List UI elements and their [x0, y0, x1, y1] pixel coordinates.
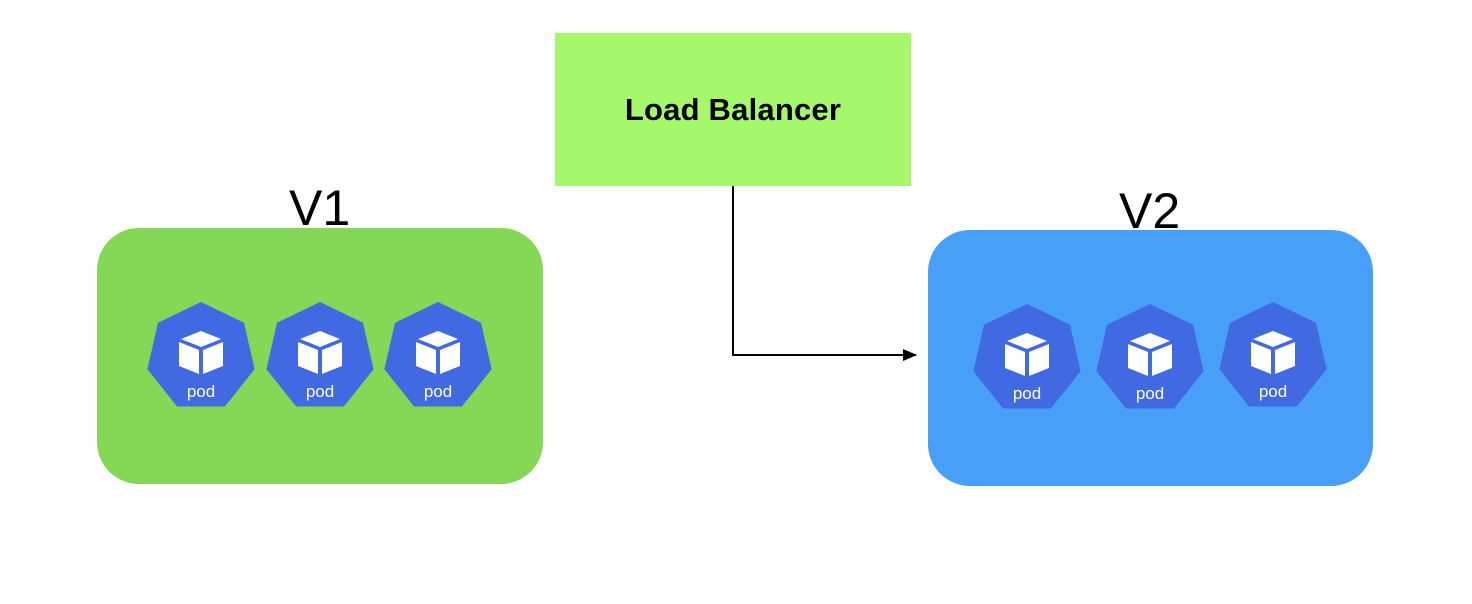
pod-icon: pod [266, 301, 374, 409]
pod-heptagon [973, 304, 1081, 409]
load-balancer-box: Load Balancer [555, 33, 911, 186]
pod-icon: pod [147, 301, 255, 409]
load-balancer-label: Load Balancer [624, 91, 842, 127]
pod-heptagon [1219, 302, 1327, 407]
v2-label: V2 [1119, 183, 1181, 239]
cube-icon [1005, 333, 1049, 376]
pod-label: pod [305, 382, 335, 401]
pod-label: pod [423, 382, 453, 401]
pod-icon: pod [973, 303, 1081, 411]
cube-icon [416, 331, 460, 374]
pod-heptagon [1096, 304, 1204, 409]
pod-heptagon [384, 302, 492, 407]
pod-label: pod [186, 382, 216, 401]
v2-environment-box: pod pod pod [928, 230, 1373, 486]
pod-icon: pod [1096, 303, 1204, 411]
v1-label: V1 [289, 180, 351, 236]
cube-icon [298, 331, 342, 374]
routing-arrow-path [732, 186, 917, 361]
pod-icon: pod [1219, 301, 1327, 409]
pod-label: pod [1258, 382, 1288, 401]
cube-icon [1128, 333, 1172, 376]
pod-label: pod [1012, 384, 1042, 403]
pod-icon: pod [384, 301, 492, 409]
pod-label: pod [1135, 384, 1165, 403]
cube-icon [1251, 331, 1295, 374]
v1-environment-box: pod pod pod [97, 228, 543, 484]
pod-heptagon [147, 302, 255, 407]
pod-heptagon [266, 302, 374, 407]
cube-icon [179, 331, 223, 374]
